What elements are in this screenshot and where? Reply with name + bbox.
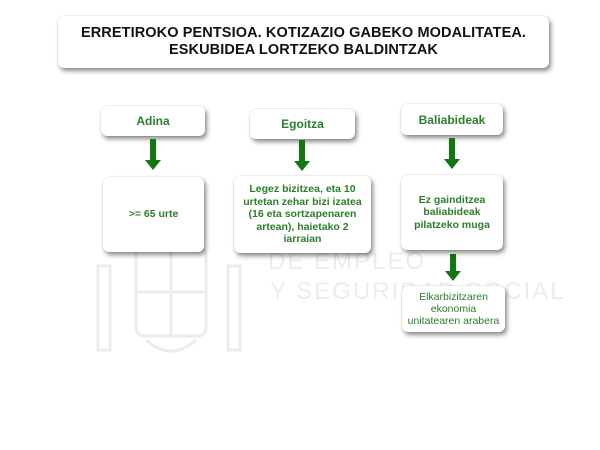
arrow-down-icon <box>445 254 461 281</box>
page-title: ERRETIROKO PENTSIOA. KOTIZAZIO GABEKO MO… <box>58 16 549 68</box>
condition-adina: >= 65 urte <box>103 177 204 252</box>
page-title-line-2: ESKUBIDEA LORTZEKO BALDINTZAK <box>169 42 438 58</box>
page-title-line-1: ERRETIROKO PENTSIOA. KOTIZAZIO GABEKO MO… <box>80 25 527 41</box>
note-elkarbizitza: Elkarbizitzaren ekonomia unitatearen ara… <box>402 286 505 332</box>
header-egoitza: Egoitza <box>250 109 355 139</box>
arrow-down-icon <box>145 139 161 170</box>
condition-baliabideak: Ez gainditzea baliabideak pilatzeko muga <box>401 175 503 250</box>
arrow-down-icon <box>444 138 460 169</box>
condition-egoitza: Legez bizitzea, eta 10 urtetan zehar biz… <box>234 176 371 253</box>
header-adina: Adina <box>101 106 205 136</box>
arrow-down-icon <box>294 140 310 171</box>
header-baliabideak: Baliabideak <box>401 104 503 135</box>
